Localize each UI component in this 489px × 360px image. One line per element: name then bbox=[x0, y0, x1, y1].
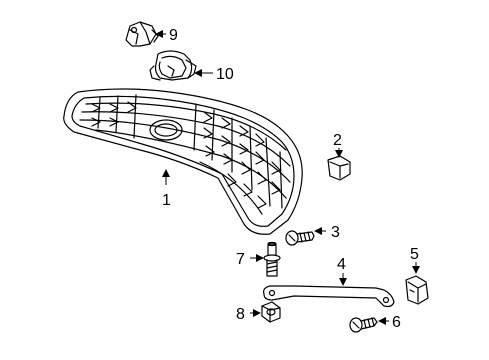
callout-3: 3 bbox=[314, 224, 340, 241]
callout-label-1: 1 bbox=[162, 192, 171, 209]
part-3-screw bbox=[285, 230, 315, 246]
callout-label-5: 5 bbox=[410, 246, 419, 263]
callout-2: 2 bbox=[333, 132, 343, 158]
callout-label-2: 2 bbox=[333, 132, 342, 149]
callout-label-7: 7 bbox=[236, 251, 245, 268]
callout-label-9: 9 bbox=[169, 27, 178, 44]
part-2-clip bbox=[327, 155, 351, 181]
part-8-nut bbox=[261, 301, 281, 323]
callout-4: 4 bbox=[337, 256, 347, 286]
callout-10: 10 bbox=[194, 66, 234, 83]
callout-7: 7 bbox=[236, 251, 264, 268]
part-5-clip bbox=[405, 275, 429, 305]
callout-label-6: 6 bbox=[392, 314, 401, 331]
callout-label-8: 8 bbox=[236, 306, 245, 323]
callout-label-4: 4 bbox=[337, 256, 346, 273]
part-6-screw bbox=[349, 317, 378, 333]
callout-8: 8 bbox=[236, 306, 261, 323]
callout-5: 5 bbox=[410, 246, 420, 274]
callout-label-10: 10 bbox=[216, 66, 234, 83]
callout-label-3: 3 bbox=[331, 224, 340, 241]
part-4-bar bbox=[263, 285, 395, 308]
part-7-stud bbox=[263, 241, 281, 277]
part-9-clip bbox=[125, 21, 159, 47]
part-10-retainer bbox=[149, 50, 197, 81]
part-1-grille bbox=[63, 88, 303, 235]
callout-6: 6 bbox=[378, 314, 401, 331]
callout-1: 1 bbox=[162, 169, 171, 209]
callout-9: 9 bbox=[155, 27, 178, 44]
